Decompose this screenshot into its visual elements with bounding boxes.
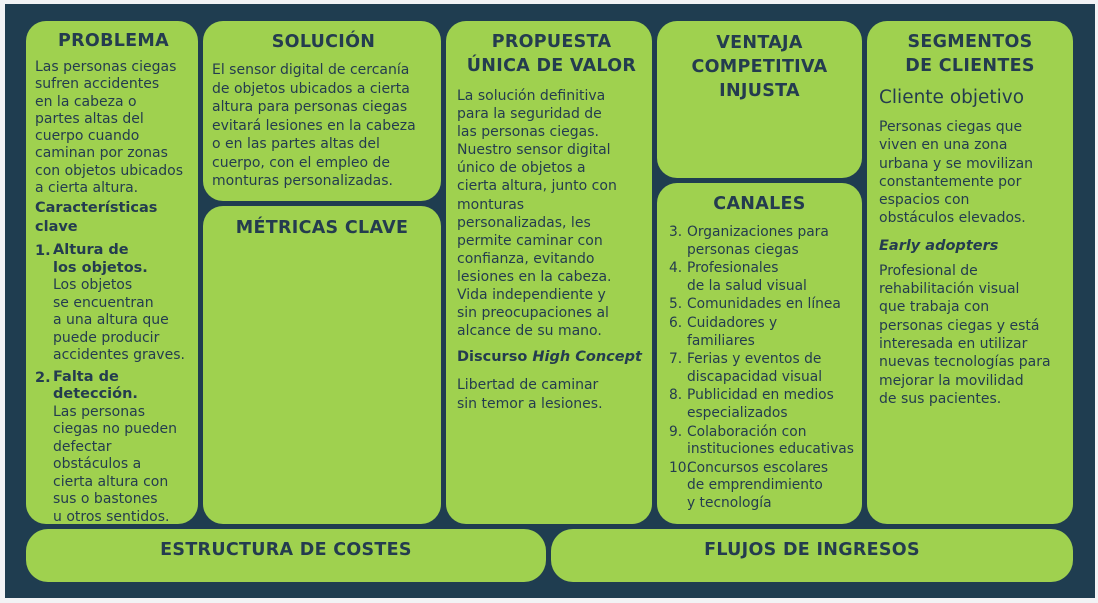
- solucion-box: SOLUCIÓN El sensor digital de cercanía d…: [203, 21, 441, 201]
- segmentos-box: SEGMENTOS DE CLIENTES Cliente objetivo P…: [867, 21, 1073, 524]
- problema-title: PROBLEMA: [58, 31, 169, 51]
- propuesta-title: PROPUESTA ÚNICA DE VALOR: [466, 32, 637, 76]
- segmentos-title: SEGMENTOS DE CLIENTES: [905, 32, 1035, 76]
- canales-item: 9.Colaboración con instituciones educati…: [669, 424, 860, 459]
- problema-box: PROBLEMA Las personas ciegas sufren acci…: [26, 21, 198, 524]
- problema-subtitle: Características clave: [35, 200, 158, 236]
- canales-item-num: 9.: [669, 423, 683, 440]
- costes-title: ESTRUCTURA DE COSTES: [160, 540, 412, 560]
- business-model-canvas: PROBLEMA Las personas ciegas sufren acci…: [5, 4, 1095, 598]
- early-adopters-label: Early adopters: [879, 237, 999, 254]
- metricas-title: MÉTRICAS CLAVE: [235, 218, 409, 238]
- canales-item: 6.Cuidadores y familiares: [669, 315, 860, 350]
- problema-item-1: 1. Altura de los objetos. Los objetos se…: [35, 242, 192, 365]
- problema-item-2-head: Falta de detección.: [53, 368, 138, 403]
- metricas-box: MÉTRICAS CLAVE: [203, 206, 441, 524]
- canales-item-text: Concursos escolares de emprendimiento y …: [687, 459, 829, 511]
- canales-item: 5.Comunidades en línea: [669, 296, 860, 314]
- discurso-italic: High Concept: [532, 349, 642, 366]
- canales-item-text: Ferias y eventos de discapacidad visual: [687, 351, 823, 385]
- canales-item-num: 8.: [669, 387, 683, 404]
- problema-item-2: 2. Falta de detección. Las personas cieg…: [35, 369, 192, 524]
- canales-item-text: Comunidades en línea: [687, 296, 841, 313]
- solucion-title: SOLUCIÓN: [271, 32, 376, 52]
- canales-item-text: Colaboración con instituciones educativa…: [687, 423, 854, 458]
- problema-text: Las personas ciegas sufren accidentes en…: [35, 59, 184, 197]
- discurso-text: Libertad de caminar sin temor a lesiones…: [457, 377, 603, 412]
- problema-item-1-num: 1.: [35, 243, 51, 260]
- ingresos-box: FLUJOS DE INGRESOS: [551, 529, 1073, 582]
- segmentos-text: Personas ciegas que viven en una zona ur…: [879, 119, 1034, 227]
- segmentos-subtitle: Cliente objetivo: [879, 87, 1025, 108]
- canales-item: 10.Concursos escolares de emprendimiento…: [669, 460, 860, 513]
- canales-box: CANALES 3.Organizaciones para personas c…: [657, 183, 862, 524]
- canales-item: 4.Profesionales de la salud visual: [669, 260, 860, 295]
- canales-item-num: 3.: [669, 224, 683, 240]
- canales-item: 8.Publicidad en medios especializados: [669, 387, 860, 422]
- canales-item-num: 4.: [669, 260, 683, 277]
- problema-item-1-body: Los objetos se encuentran a una altura q…: [53, 277, 185, 364]
- canales-title: CANALES: [713, 194, 806, 214]
- early-adopters-text: Profesional de rehabilitación visual que…: [879, 262, 1051, 407]
- discurso-label: Discurso: [457, 349, 528, 366]
- solucion-text: El sensor digital de cercanía de objetos…: [212, 62, 416, 189]
- problema-item-2-body: Las personas ciegas no pueden defectar o…: [53, 403, 178, 524]
- costes-box: ESTRUCTURA DE COSTES: [26, 529, 546, 582]
- ventaja-box: VENTAJA COMPETITIVA INJUSTA: [657, 21, 862, 178]
- problema-item-2-num: 2.: [35, 369, 51, 386]
- canales-item-num: 6.: [669, 314, 683, 331]
- canales-item-num: 5.: [669, 296, 683, 313]
- canales-item-text: Organizaciones para personas ciegas: [687, 224, 829, 258]
- propuesta-text: La solución definitiva para la seguridad…: [457, 88, 617, 340]
- canales-item-text: Profesionales de la salud visual: [687, 260, 807, 294]
- ventaja-title: VENTAJA COMPETITIVA INJUSTA: [691, 33, 828, 101]
- problema-item-1-head: Altura de los objetos.: [53, 242, 148, 276]
- canales-item-text: Cuidadores y familiares: [687, 314, 778, 349]
- canales-item-num: 7.: [669, 351, 683, 368]
- propuesta-box: PROPUESTA ÚNICA DE VALOR La solución def…: [446, 21, 652, 524]
- canales-item-text: Publicidad en medios especializados: [687, 387, 834, 421]
- discurso-heading: Discurso High Concept: [457, 348, 646, 367]
- canales-item: 7.Ferias y eventos de discapacidad visua…: [669, 351, 860, 386]
- ingresos-title: FLUJOS DE INGRESOS: [704, 540, 920, 560]
- canales-item: 3.Organizaciones para personas ciegas: [669, 224, 860, 259]
- canales-item-num: 10.: [669, 459, 691, 476]
